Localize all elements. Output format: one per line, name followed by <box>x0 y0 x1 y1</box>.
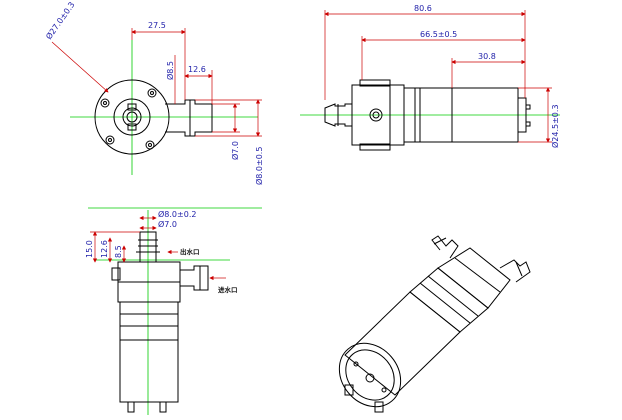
overall-length-label: 80.6 <box>414 4 432 13</box>
height-15-label: 15.0 <box>85 240 94 258</box>
inlet-diameter-label: Ø8.0±0.5 <box>254 147 264 185</box>
height-12-label: 12.6 <box>100 240 109 258</box>
mount-hole <box>105 135 115 145</box>
motor-end-cap <box>338 342 402 408</box>
motor-diameter-label: Ø24.5±0.3 <box>550 104 560 148</box>
outlet-length-label: 12.6 <box>188 65 206 74</box>
height-85-label: 8.5 <box>114 245 123 258</box>
inlet-pipe <box>179 265 209 291</box>
outlet-port-label: 出水口 <box>180 247 200 256</box>
inlet-port-label: 进水口 <box>218 285 238 294</box>
iso-outlet <box>431 235 459 259</box>
motor-length-label: 30.8 <box>478 52 496 61</box>
iso-body <box>409 267 489 333</box>
iso-inlet <box>499 259 531 283</box>
flange-circle <box>94 79 170 155</box>
front-view: 27.5 12.6 Ø8.5 Ø7.0 Ø8.0±0.5 Ø27.0±0.3 <box>43 0 264 185</box>
outlet-diameter-label: Ø8.5 <box>165 61 175 80</box>
bottom-view: Ø8.0±0.2 Ø7.0 15.0 12.6 8.5 出水口 进水口 <box>85 207 262 415</box>
outlet-id-label: Ø7.0 <box>158 219 177 229</box>
motor-block <box>119 339 179 403</box>
outlet-bore-label: Ø7.0 <box>230 141 240 160</box>
iso-head <box>437 247 511 309</box>
flange-diameter-label: Ø27.0±0.3 <box>43 0 76 41</box>
outlet-tube <box>165 99 213 137</box>
isometric-view <box>338 235 531 413</box>
side-view: 80.6 66.5±0.5 30.8 Ø24.5±0.3 <box>300 4 560 151</box>
body-length-label: 66.5±0.5 <box>420 30 457 39</box>
body-block <box>119 301 179 341</box>
mount-hole <box>145 140 155 150</box>
center-spacing-label: 27.5 <box>148 21 166 30</box>
outlet-od-label: Ø8.0±0.2 <box>158 209 196 219</box>
mount-hole <box>100 98 110 108</box>
mount-hole <box>147 88 157 98</box>
